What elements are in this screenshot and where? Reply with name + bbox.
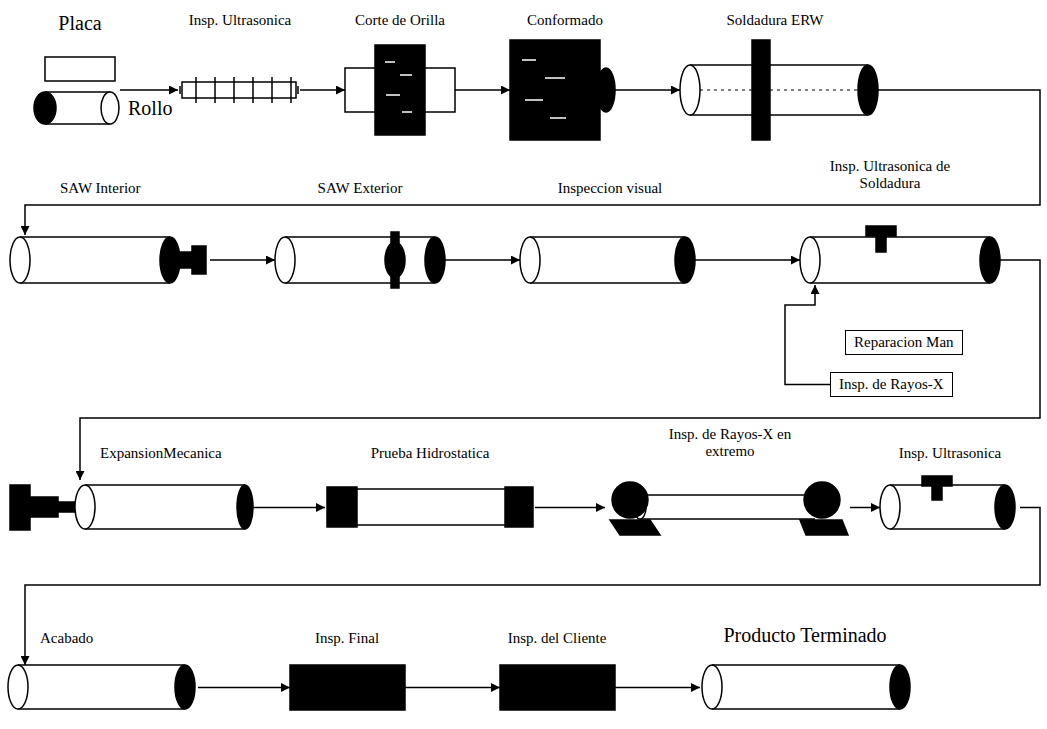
flow-arrow [120, 89, 178, 91]
flow-arrow [25, 90, 1040, 235]
flow-arrow [300, 89, 345, 91]
flow-arrow [210, 259, 275, 261]
process-step: SAW Interior [10, 235, 210, 285]
step-label: SAW Interior [60, 180, 141, 197]
process-step: SAW Exterior [275, 235, 445, 285]
step-label: Producto Terminado [723, 624, 886, 647]
flow-arrow [80, 260, 1040, 480]
process-step: PlacaRollo [40, 55, 120, 125]
step-label: Insp. Ultrasonica de Soldadura [815, 158, 965, 193]
step-label: Reparacion Man [854, 334, 954, 351]
note-box: Reparacion Man [845, 330, 963, 355]
step-label: Insp. de Rayos-X en extremo [650, 426, 810, 461]
flow-arrow [405, 687, 500, 689]
step-label: Acabado [40, 630, 93, 647]
flow-arrow [25, 508, 1040, 666]
flow-arrow [850, 507, 880, 509]
process-step: Insp. de Rayos-X en extremo [605, 480, 850, 535]
process-step: ExpansionMecanica [8, 480, 253, 535]
step-label: Rollo [128, 97, 172, 120]
process-step: Corte de Orilla [345, 45, 455, 135]
step-label: Prueba Hidrostatica [371, 445, 490, 462]
process-step: Inspeccion visual [520, 235, 695, 285]
flow-arrow [535, 507, 605, 509]
flow-arrow [785, 285, 830, 385]
step-label: SAW Exterior [318, 180, 403, 197]
process-step: Prueba Hidrostatica [325, 480, 535, 535]
process-step: Producto Terminado [700, 665, 910, 710]
flow-arrow [455, 89, 510, 91]
flow-arrow [198, 687, 290, 689]
step-label: Placa [58, 12, 101, 35]
step-label: Inspeccion visual [558, 180, 663, 197]
step-label: Conformado [527, 12, 603, 29]
flow-arrow [445, 259, 520, 261]
flow-arrow [615, 687, 700, 689]
step-label: Insp. Ultrasonica [189, 12, 291, 29]
step-label: Insp. Ultrasonica [899, 445, 1001, 462]
process-step: Insp. Final [290, 665, 405, 710]
process-step: Soldadura ERW [680, 40, 875, 140]
flow-arrow [695, 259, 800, 261]
process-step: Insp. Ultrasonica de Soldadura [800, 235, 1000, 285]
step-label: ExpansionMecanica [100, 445, 222, 462]
step-label: Insp. del Cliente [508, 630, 607, 647]
process-step: Conformado [510, 40, 615, 140]
process-step: Acabado [8, 665, 198, 710]
process-step: Insp. Ultrasonica [880, 480, 1020, 535]
step-label: Corte de Orilla [355, 12, 445, 29]
step-label: Insp. Final [315, 630, 379, 647]
flow-arrow [253, 507, 325, 509]
step-label: Insp. de Rayos-X [839, 376, 944, 393]
note-box: Insp. de Rayos-X [830, 372, 953, 397]
step-label: Soldadura ERW [726, 12, 823, 29]
flow-arrow [615, 89, 680, 91]
process-step: Insp. Ultrasonica [178, 74, 300, 106]
process-step: Insp. del Cliente [500, 665, 615, 710]
